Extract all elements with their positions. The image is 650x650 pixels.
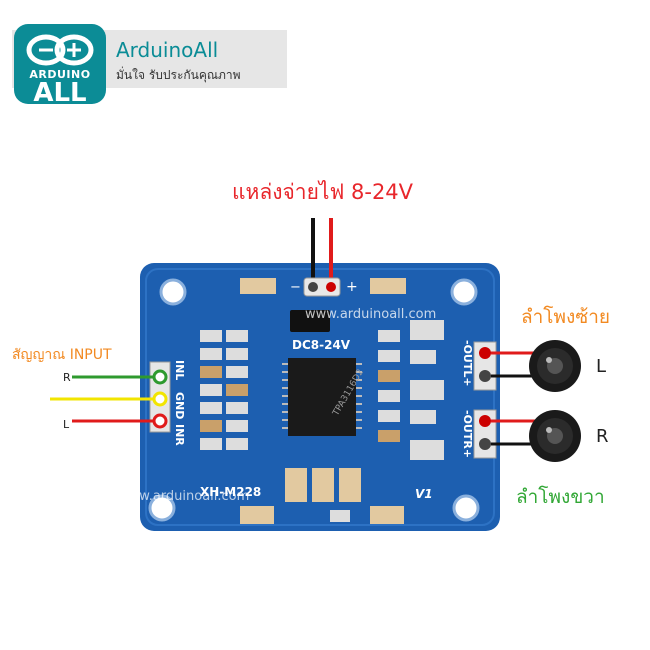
- gnd-text: GND: [173, 392, 186, 419]
- speaker-right-icon: [529, 410, 581, 462]
- inl-text: INL: [173, 360, 186, 380]
- input-l-letter: L: [63, 418, 70, 431]
- outl-plus-pad: [479, 347, 491, 359]
- mounting-holes: [148, 278, 480, 522]
- version-text: V1: [415, 487, 433, 501]
- brand-name: ArduinoAll: [116, 38, 219, 62]
- watermark-top: www.arduinoall.com: [305, 307, 436, 322]
- right-speaker-label: ลำโพงขวา: [516, 486, 605, 508]
- power-plus-mark: +: [346, 279, 358, 295]
- amplifier-chip: [288, 358, 356, 436]
- speaker-r-letter: R: [596, 426, 609, 447]
- speaker-left-icon: [529, 340, 581, 392]
- watermark-bottom: www.arduinoall.com: [118, 489, 249, 504]
- input-r-letter: R: [63, 371, 71, 384]
- arduinoall-logo: ARDUINO ALL: [14, 24, 106, 108]
- input-signal-label: สัญญาณ INPUT: [12, 347, 112, 363]
- logo-main-text: ALL: [33, 78, 87, 108]
- speaker-l-letter: L: [596, 356, 607, 377]
- input-pin-l: [152, 413, 168, 429]
- power-minus-pad: [308, 282, 318, 292]
- regulator-chip: [290, 310, 330, 332]
- input-pin-r: [152, 369, 168, 385]
- right-components: [378, 320, 444, 460]
- left-components: [200, 330, 248, 450]
- bottom-components: [240, 278, 406, 524]
- brand-tagline: มั่นใจ รับประกันคุณภาพ: [116, 68, 241, 82]
- chip-pins: [282, 363, 362, 429]
- power-supply-label: แหล่งจ่ายไฟ 8-24V: [232, 180, 414, 204]
- left-speaker-label: ลำโพงซ้าย: [521, 306, 611, 328]
- power-minus-mark: −: [290, 280, 301, 295]
- outl-minus-pad: [479, 370, 491, 382]
- inr-text: INR: [173, 424, 186, 446]
- logo-top-text: ARDUINO: [29, 68, 91, 81]
- outr-plus-pad: [479, 415, 491, 427]
- supply-text: DC8-24V: [292, 338, 351, 352]
- outr-text: -OUTR+: [461, 410, 474, 458]
- pcb-edge: [145, 268, 495, 526]
- input-pin-gnd: [152, 391, 168, 407]
- outl-text: -OUTL+: [461, 340, 474, 387]
- infinity-icon: [26, 34, 94, 66]
- outr-minus-pad: [479, 438, 491, 450]
- power-plus-pad: [326, 282, 336, 292]
- model-text: XH-M228: [200, 485, 261, 499]
